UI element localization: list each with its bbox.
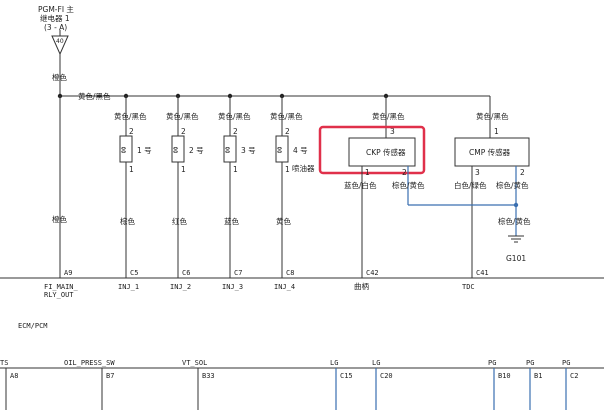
ecm-label: ECM/PCM xyxy=(18,322,48,330)
bottom-signal-lg-2: LG C20 xyxy=(372,359,393,410)
cmp-label: CMP 传感器 xyxy=(469,147,511,157)
wire-color-inj3: 蓝色 xyxy=(224,216,239,226)
bottom-signal-pg-2: PG B1 xyxy=(526,359,542,410)
svg-text:VT_SOL: VT_SOL xyxy=(182,359,207,367)
ecm-pin-c6-name: INJ_2 xyxy=(170,283,191,291)
wire-color-ground: 棕色/黄色 xyxy=(498,216,531,226)
svg-text:A8: A8 xyxy=(10,372,18,380)
wire-color-cmp-signal: 白色/绿色 xyxy=(454,180,487,190)
svg-text:B7: B7 xyxy=(106,372,114,380)
injector-3: 黄色/黑色 2 ⵓ 3 号 1 蓝色 xyxy=(218,96,256,278)
wire-color-cmp-top: 黄色/黑色 xyxy=(476,111,509,121)
ground-label: G101 xyxy=(506,254,526,263)
ckp-sensor: 黄色/黑色 3 CKP 传感器 1 2 蓝色/白色 棕色/黄色 xyxy=(318,96,426,278)
wire-color-fuse-feed: 橙色 xyxy=(52,72,67,82)
injector-4: 黄色/黑色 2 ⵓ 4 号 1 黄色 xyxy=(270,96,308,278)
wire-color-inj2-top: 黄色/黑色 xyxy=(166,111,199,121)
svg-text:C2: C2 xyxy=(570,372,578,380)
wire-color-inj2: 红色 xyxy=(172,216,187,226)
ecm-pin-c7: C7 xyxy=(234,269,242,277)
inj1-label: 1 号 xyxy=(137,146,152,155)
wire-color-ckp-ground: 棕色/黄色 xyxy=(392,180,425,190)
ckp-pin-left: 1 xyxy=(365,168,370,177)
inj3-pin-bottom: 1 xyxy=(233,165,238,174)
ecm-pin-c42: C42 xyxy=(366,269,379,277)
inj3-label: 3 号 xyxy=(241,146,256,155)
ecm-pin-c42-name: 曲柄 xyxy=(354,281,369,291)
svg-text:B33: B33 xyxy=(202,372,215,380)
inj3-pin-top: 2 xyxy=(233,127,238,136)
svg-text:LG: LG xyxy=(372,359,380,367)
ecm-pin-c5-name: INJ_1 xyxy=(118,283,139,291)
wire-color-a9: 橙色 xyxy=(52,214,67,224)
injector-caption: 喷油器 xyxy=(292,163,315,173)
inj2-pin-bottom: 1 xyxy=(181,165,186,174)
fuse-symbol xyxy=(51,35,69,56)
coil-icon: ⵓ xyxy=(225,146,230,155)
bottom-signal-ts: TS A8 xyxy=(0,359,18,410)
bottom-signal-pg-1: PG B10 xyxy=(488,359,511,410)
injector-2: 黄色/黑色 2 ⵓ 2 号 1 红色 xyxy=(166,96,204,278)
wire-color-bus: 黄色/黑色 xyxy=(78,91,111,101)
ecm-pin-c6: C6 xyxy=(182,269,190,277)
inj4-label: 4 号 xyxy=(293,146,308,155)
ckp-pin-right: 2 xyxy=(402,168,407,177)
ecm-pin-c5: C5 xyxy=(130,269,138,277)
inj4-pin-top: 2 xyxy=(285,127,290,136)
wire-color-ckp-signal: 蓝色/白色 xyxy=(344,180,377,190)
ecm-pin-c41: C41 xyxy=(476,269,489,277)
wire-color-ckp-top: 黄色/黑色 xyxy=(372,111,405,121)
bottom-signal-lg-1: LG C15 xyxy=(330,359,353,410)
svg-text:LG: LG xyxy=(330,359,338,367)
cmp-sensor: 黄色/黑色 1 CMP 传感器 3 2 白色/绿色 棕色/黄色 xyxy=(454,96,530,278)
svg-text:PG: PG xyxy=(562,359,570,367)
bottom-signal-pg-3: PG C2 xyxy=(562,359,578,410)
ecm-pin-a9: A9 xyxy=(64,269,72,277)
ecm-pin-c7-name: INJ_3 xyxy=(222,283,243,291)
wire-color-inj4-top: 黄色/黑色 xyxy=(270,111,303,121)
fuse-number: 40 xyxy=(56,38,64,45)
coil-icon: ⵓ xyxy=(277,146,282,155)
inj1-pin-top: 2 xyxy=(129,127,134,136)
ecm-pin-c8-name: INJ_4 xyxy=(274,283,295,291)
svg-text:C20: C20 xyxy=(380,372,393,380)
wire-color-cmp-ground: 棕色/黄色 xyxy=(496,180,529,190)
svg-text:PG: PG xyxy=(526,359,534,367)
injector-1: 黄色/黑色 2 ⵓ 1 号 1 棕色 xyxy=(114,96,152,278)
ckp-highlight-box xyxy=(318,125,426,175)
ecm-pin-c8: C8 xyxy=(286,269,294,277)
coil-icon: ⵓ xyxy=(121,146,126,155)
inj2-label: 2 号 xyxy=(189,146,204,155)
cmp-pin-right: 2 xyxy=(520,168,525,177)
svg-text:PG: PG xyxy=(488,359,496,367)
coil-icon: ⵓ xyxy=(173,146,178,155)
fuse-label-line2: 继电器 1 xyxy=(40,13,70,23)
inj4-pin-bottom: 1 xyxy=(285,165,290,174)
svg-text:C15: C15 xyxy=(340,372,353,380)
inj1-pin-bottom: 1 xyxy=(129,165,134,174)
fuse-label-line1: PGM-FI 主 xyxy=(38,4,74,14)
ckp-label: CKP 传感器 xyxy=(366,147,406,157)
svg-text:OIL_PRESS_SW: OIL_PRESS_SW xyxy=(64,359,115,367)
wire-color-inj1: 棕色 xyxy=(120,216,135,226)
svg-text:B10: B10 xyxy=(498,372,511,380)
wire-color-inj3-top: 黄色/黑色 xyxy=(218,111,251,121)
fuse-label-line3: (3 - A) xyxy=(44,23,67,32)
cmp-pin-top: 1 xyxy=(494,127,499,136)
wire-color-inj4: 黄色 xyxy=(276,216,291,226)
ecm-pin-a9-name2: RLY_OUT xyxy=(44,291,74,299)
bottom-signal-oil-press: OIL_PRESS_SW B7 xyxy=(64,359,115,410)
svg-text:B1: B1 xyxy=(534,372,542,380)
ckp-pin-top: 3 xyxy=(390,127,395,136)
bottom-signal-vt-sol: VT_SOL B33 xyxy=(182,359,215,410)
inj2-pin-top: 2 xyxy=(181,127,186,136)
cmp-pin-left: 3 xyxy=(475,168,480,177)
ecm-pin-c41-name: TDC xyxy=(462,283,475,291)
ecm-pin-a9-name1: FI_MAIN_ xyxy=(44,283,79,291)
wire-color-inj1-top: 黄色/黑色 xyxy=(114,111,147,121)
svg-text:TS: TS xyxy=(0,359,8,367)
